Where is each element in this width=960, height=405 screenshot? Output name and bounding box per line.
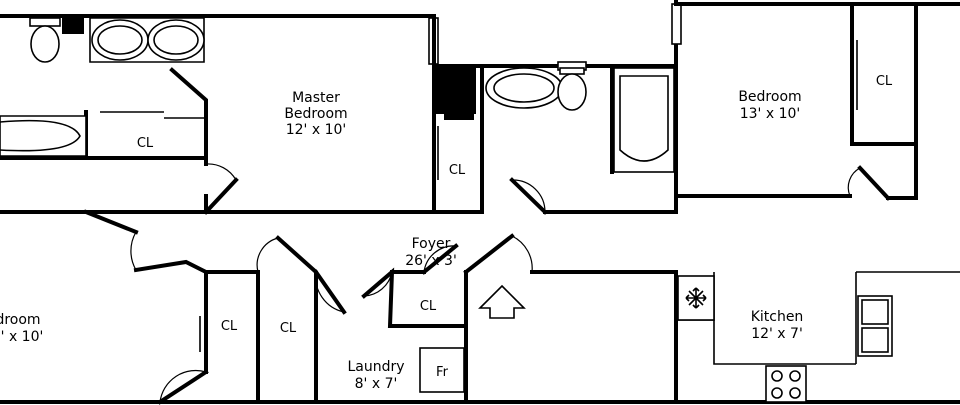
- stove-icon: [765, 365, 807, 403]
- kitchen-dims: 12' x 7': [751, 326, 803, 342]
- left-bathroom-fixtures: [0, 17, 205, 157]
- kitchen-name: Kitchen: [751, 309, 804, 325]
- entry-arrow-icon: [478, 284, 526, 319]
- kitchen-fixtures: [677, 275, 893, 403]
- bedroom-left-dims: ' x 10': [1, 329, 44, 345]
- fridge-label: Fr: [436, 365, 449, 380]
- foyer-name: Foyer: [412, 236, 451, 252]
- bedroom-left-name: droom: [0, 312, 41, 328]
- shaft-center: [432, 64, 476, 114]
- closet-label: CL: [221, 319, 238, 334]
- bedroom-right-name: Bedroom: [738, 89, 801, 105]
- closet-label: CL: [876, 74, 893, 89]
- foyer-dims: 26' x 3': [405, 253, 457, 269]
- shaft-left: [62, 16, 84, 34]
- laundry-dims: 8' x 7': [355, 376, 398, 392]
- master-bedroom-name-1: Master: [292, 90, 340, 106]
- closet-label: CL: [420, 299, 437, 314]
- master-bedroom-dims: 12' x 10': [286, 122, 347, 138]
- master-bedroom-name-2: Bedroom: [284, 106, 347, 122]
- closet-label: CL: [137, 136, 154, 151]
- fridge-box: [419, 347, 465, 393]
- center-bathroom-fixtures: [485, 61, 675, 173]
- closet-label: CL: [280, 321, 297, 336]
- laundry-name: Laundry: [347, 359, 404, 375]
- top-wing-walls: [0, 0, 960, 215]
- closet-label: CL: [449, 163, 466, 178]
- snowflake-icon: [685, 287, 707, 309]
- door-swings: [130, 163, 861, 403]
- bedroom-right-dims: 13' x 10': [740, 106, 801, 122]
